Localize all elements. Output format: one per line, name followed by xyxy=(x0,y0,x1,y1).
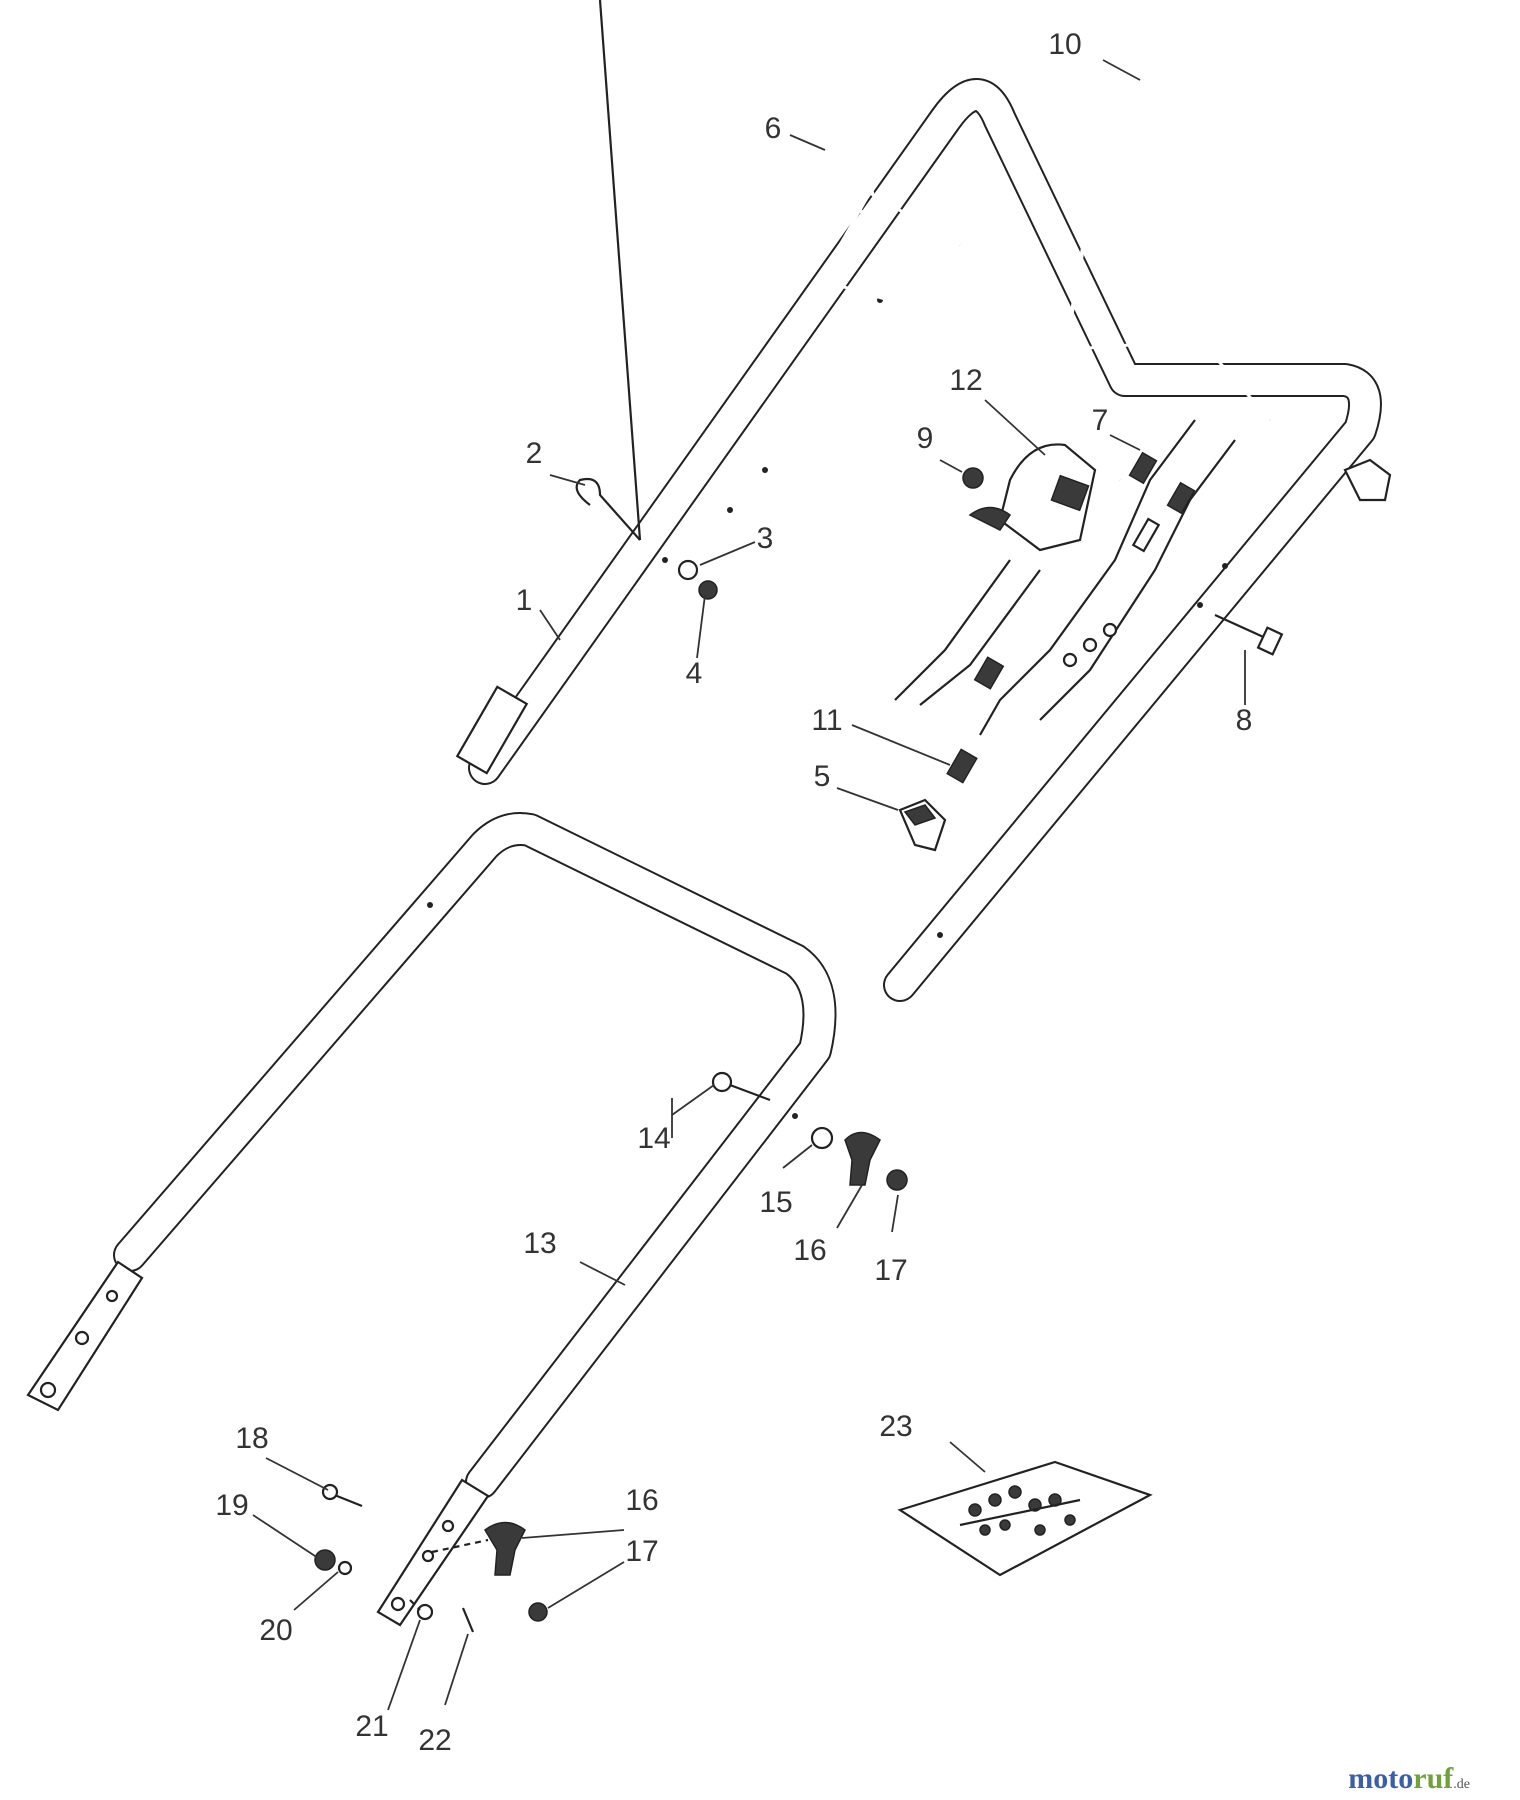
label-14: 14 xyxy=(637,1122,670,1155)
leader-lines xyxy=(252,59,1246,1711)
label-23: 23 xyxy=(879,1410,912,1443)
watermark-part1: moto xyxy=(1348,1762,1413,1795)
label-16-lower: 16 xyxy=(625,1484,658,1517)
watermark-part2: ruf xyxy=(1413,1762,1454,1795)
svg-text:motoruf.de: motoruf.de xyxy=(1348,1762,1470,1795)
cable-guide xyxy=(796,122,1272,421)
part-labels: 1 2 3 4 5 6 7 8 9 10 11 12 13 14 15 16 1… xyxy=(215,28,1252,1757)
label-1: 1 xyxy=(516,584,533,617)
label-12: 12 xyxy=(949,364,982,397)
label-21: 21 xyxy=(355,1710,388,1743)
label-2: 2 xyxy=(526,437,543,470)
label-20: 20 xyxy=(259,1614,292,1647)
label-17-lower: 17 xyxy=(625,1535,658,1568)
label-7: 7 xyxy=(1092,404,1109,437)
upper-handle xyxy=(455,78,1382,1002)
lower-handle xyxy=(26,812,837,1627)
cable-clip xyxy=(898,798,947,852)
label-10: 10 xyxy=(1048,28,1081,61)
control-box xyxy=(962,443,1097,552)
motoruf-watermark: motoruf.de xyxy=(1348,1762,1470,1795)
fasteners-middle xyxy=(711,1071,908,1191)
fasteners-upper xyxy=(575,0,1284,656)
label-4: 4 xyxy=(686,657,703,690)
label-22: 22 xyxy=(418,1724,451,1757)
label-17-upper: 17 xyxy=(874,1254,907,1287)
watermark-suffix: .de xyxy=(1453,1777,1470,1792)
label-6: 6 xyxy=(765,112,782,145)
label-8: 8 xyxy=(1236,704,1253,737)
hardware-bag xyxy=(897,1460,1153,1577)
label-3: 3 xyxy=(757,522,774,555)
label-13: 13 xyxy=(523,1227,556,1260)
bail-bar xyxy=(1047,74,1404,502)
label-15: 15 xyxy=(759,1186,792,1219)
label-11: 11 xyxy=(811,704,842,737)
label-19: 19 xyxy=(215,1489,248,1522)
label-16-upper: 16 xyxy=(793,1234,826,1267)
label-18: 18 xyxy=(235,1422,268,1455)
cables xyxy=(894,419,1236,784)
label-9: 9 xyxy=(917,422,934,455)
label-5: 5 xyxy=(814,760,831,793)
